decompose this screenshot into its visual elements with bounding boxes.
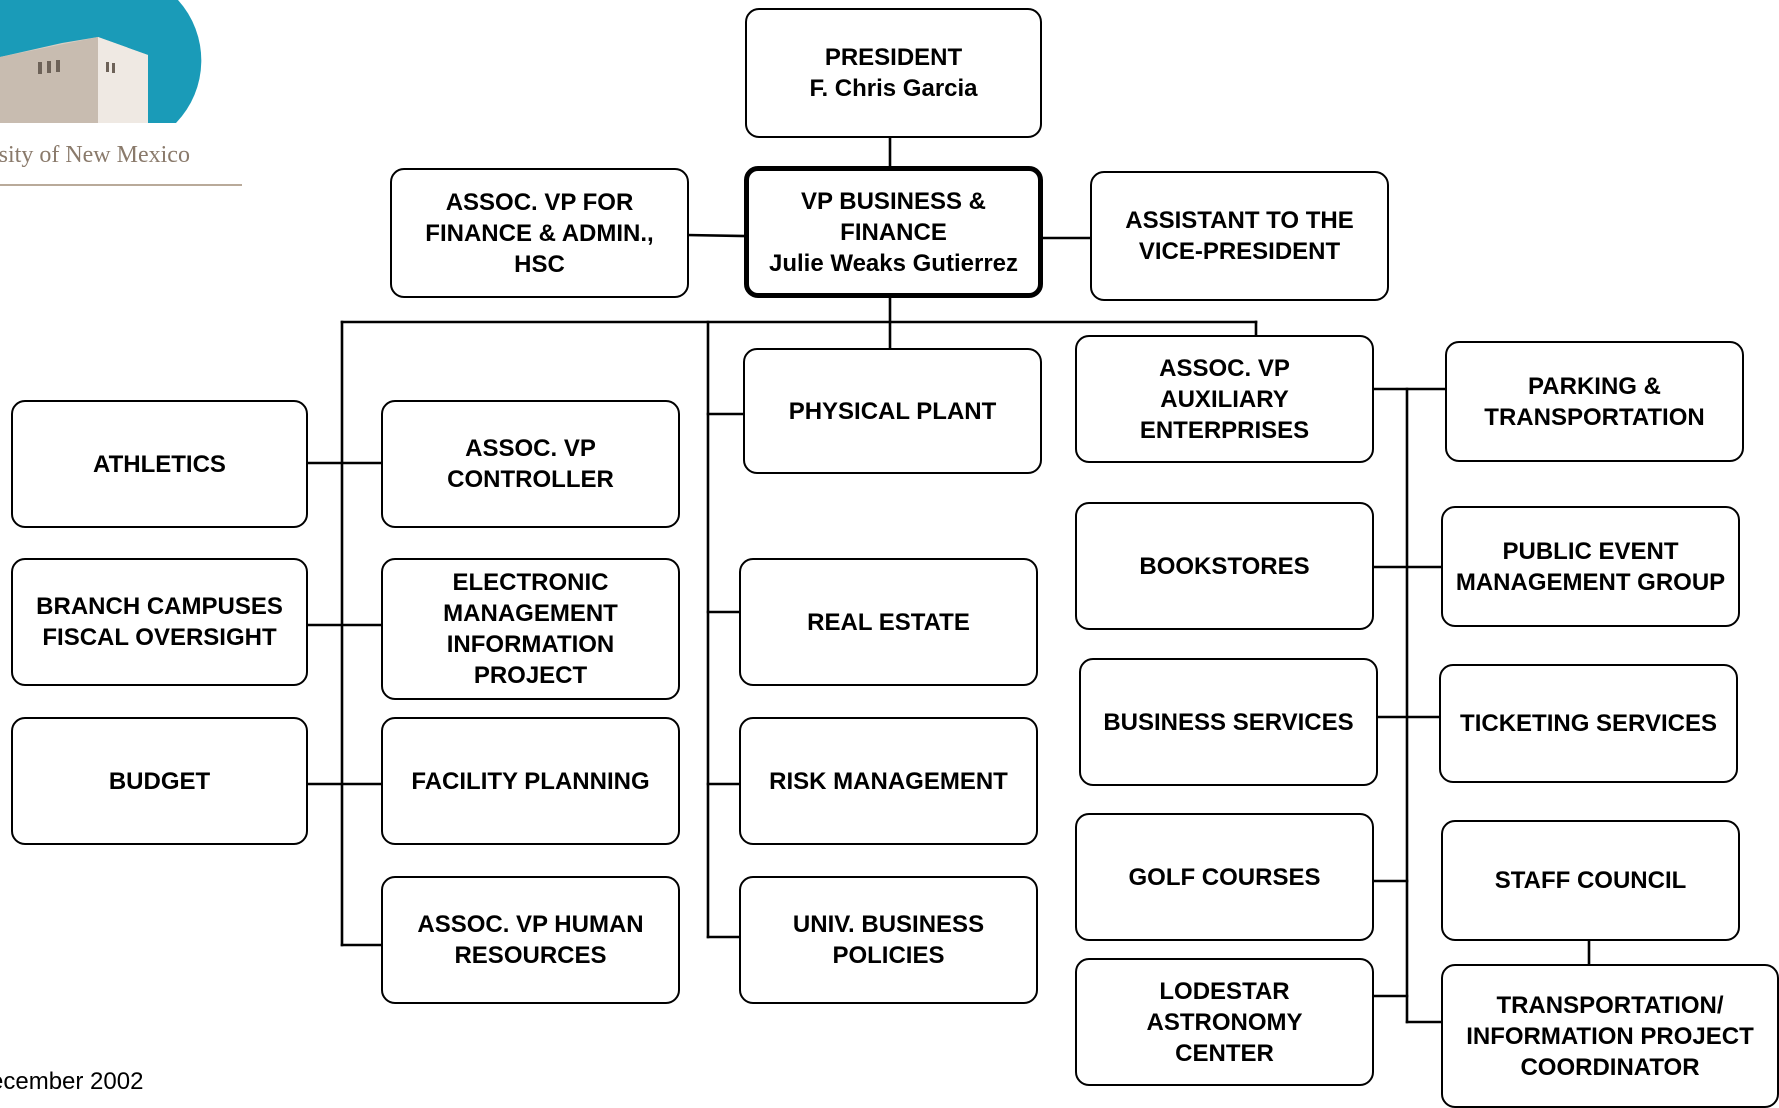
physical-plant-label: PHYSICAL PLANT [788, 397, 997, 425]
risk-management-box: RISK MANAGEMENT [739, 717, 1038, 845]
golf-courses-label: GOLF COURSES [1128, 863, 1321, 891]
vp-business-finance-label: VP BUSINESS & FINANCE Julie Weaks Gutier… [769, 187, 1018, 277]
business-policies-label: UNIV. BUSINESS POLICIES [792, 911, 985, 969]
human-resources-box: ASSOC. VP HUMAN RESOURCES [381, 876, 680, 1004]
public-event-box: PUBLIC EVENT MANAGEMENT GROUP [1441, 506, 1740, 627]
staff-council-box: STAFF COUNCIL [1441, 820, 1740, 941]
public-event-label: PUBLIC EVENT MANAGEMENT GROUP [1455, 537, 1726, 596]
business-services-label: BUSINESS SERVICES [1103, 708, 1354, 736]
facility-planning-label: FACILITY PLANNING [411, 767, 650, 795]
parking-transportation-box: PARKING & TRANSPORTATION [1445, 341, 1744, 462]
budget-box: BUDGET [11, 717, 308, 845]
unm-logo [0, 0, 202, 123]
assoc-vp-finance-admin-hsc-box: ASSOC. VP FOR FINANCE & ADMIN., HSC [390, 168, 689, 298]
real-estate-box: REAL ESTATE [739, 558, 1038, 686]
branch-campuses-label: BRANCH CAMPUSES FISCAL OVERSIGHT [36, 593, 283, 651]
business-services-box: BUSINESS SERVICES [1079, 658, 1378, 786]
parking-transportation-label: PARKING & TRANSPORTATION [1484, 372, 1705, 431]
controller-box: ASSOC. VP CONTROLLER [381, 400, 680, 528]
emis-box: ELECTRONIC MANAGEMENT INFORMATION PROJEC… [381, 558, 680, 700]
bookstores-box: BOOKSTORES [1075, 502, 1374, 630]
lodestar-box: LODESTAR ASTRONOMY CENTER [1075, 958, 1374, 1086]
controller-label: ASSOC. VP CONTROLLER [447, 435, 614, 493]
athletics-box: ATHLETICS [11, 400, 308, 528]
auxiliary-enterprises-box: ASSOC. VP AUXILIARY ENTERPRISES [1075, 335, 1374, 463]
president-label: PRESIDENT F. Chris Garcia [809, 44, 978, 102]
physical-plant-box: PHYSICAL PLANT [743, 348, 1042, 474]
transport-coordinator-label: TRANSPORTATION/ INFORMATION PROJECT COOR… [1466, 991, 1754, 1081]
assoc-vp-finance-admin-hsc-label: ASSOC. VP FOR FINANCE & ADMIN., HSC [425, 188, 654, 278]
human-resources-label: ASSOC. VP HUMAN RESOURCES [417, 911, 644, 969]
facility-planning-box: FACILITY PLANNING [381, 717, 680, 845]
logo-wordmark: versity of New Mexico [0, 142, 190, 168]
risk-management-label: RISK MANAGEMENT [769, 767, 1008, 795]
emis-label: ELECTRONIC MANAGEMENT INFORMATION PROJEC… [443, 569, 618, 689]
staff-council-label: STAFF COUNCIL [1494, 867, 1687, 894]
assistant-to-vp-box: ASSISTANT TO THE VICE-PRESIDENT [1090, 171, 1389, 301]
assistant-to-vp-label: ASSISTANT TO THE VICE-PRESIDENT [1125, 207, 1354, 265]
bookstores-label: BOOKSTORES [1139, 552, 1310, 580]
vp-business-finance-box: VP BUSINESS & FINANCE Julie Weaks Gutier… [744, 166, 1043, 298]
auxiliary-enterprises-label: ASSOC. VP AUXILIARY ENTERPRISES [1139, 354, 1310, 444]
lodestar-label: LODESTAR ASTRONOMY CENTER [1146, 977, 1303, 1067]
budget-label: BUDGET [108, 767, 211, 795]
transport-coordinator-box: TRANSPORTATION/ INFORMATION PROJECT COOR… [1441, 964, 1779, 1108]
ticketing-services-box: TICKETING SERVICES [1439, 664, 1738, 783]
ticketing-services-label: TICKETING SERVICES [1460, 710, 1717, 737]
footer-date: ecember 2002 [0, 1068, 144, 1095]
real-estate-label: REAL ESTATE [807, 608, 970, 636]
business-policies-box: UNIV. BUSINESS POLICIES [739, 876, 1038, 1004]
branch-campuses-box: BRANCH CAMPUSES FISCAL OVERSIGHT [11, 558, 308, 686]
president-box: PRESIDENT F. Chris Garcia [745, 8, 1042, 138]
golf-courses-box: GOLF COURSES [1075, 813, 1374, 941]
athletics-label: ATHLETICS [93, 450, 226, 478]
logo-divider [0, 184, 242, 186]
